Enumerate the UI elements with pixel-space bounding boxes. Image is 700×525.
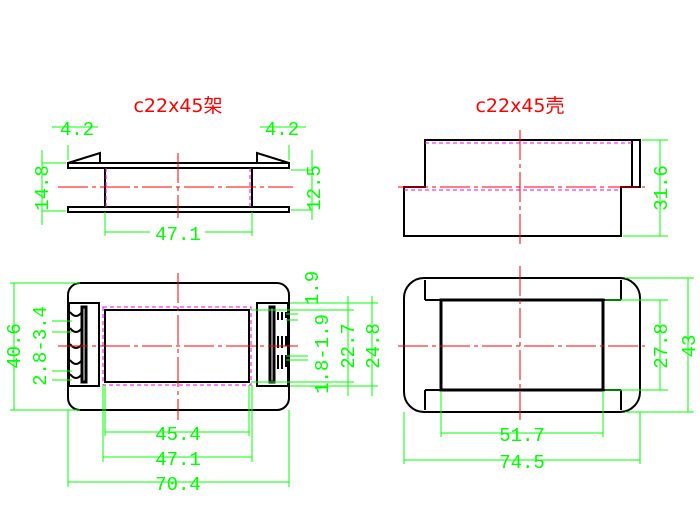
shell-side-view: 31.6 [398,130,673,245]
dim-flange-right: 4.2 [265,119,299,141]
dim-flange-height: 24.8 [363,323,385,369]
dim-inner-height: 22.7 [338,323,360,369]
dim-length: 47.1 [155,224,201,246]
bobbin-side-view: 4.2 4.2 14.8 12.5 47.1 [32,119,326,246]
bobbin-title: c22x45架 [133,95,222,117]
shell-front-dimensions: 51.7 74.5 27.8 43 [403,277,700,474]
bobbin-front-view: 40.6 2.8-3.4 1.9 1.8-1.9 22.7 24.8 45.4 … [4,271,385,496]
dim-height-outer: 14.8 [32,165,54,211]
dim-left-slot: 2.8-3.4 [30,306,52,386]
dim-flange-left: 4.2 [60,119,94,141]
bobbin-side-dimensions: 4.2 4.2 14.8 12.5 47.1 [32,119,326,246]
dim-core-width: 47.1 [155,449,201,471]
dim-shell-overall-height: 43 [679,335,700,358]
dim-overall-width: 70.4 [155,474,201,496]
dim-inner-width: 45.4 [155,424,201,446]
dim-shell-height: 31.6 [651,165,673,211]
dim-height-inner: 12.5 [304,165,326,211]
dim-shell-inner-width: 51.7 [499,425,545,447]
shell-front-view: 51.7 74.5 27.8 43 [398,266,700,474]
bobbin-front-dimensions: 40.6 2.8-3.4 1.9 1.8-1.9 22.7 24.8 45.4 … [4,271,385,496]
dim-shell-inner-height: 27.8 [651,323,673,369]
shell-title: c22x45壳 [475,95,564,117]
dim-right-slot: 1.8-1.9 [312,314,334,394]
dim-front-height: 40.6 [4,323,26,369]
dim-right-top: 1.9 [302,271,324,305]
dim-shell-overall-width: 74.5 [499,452,545,474]
